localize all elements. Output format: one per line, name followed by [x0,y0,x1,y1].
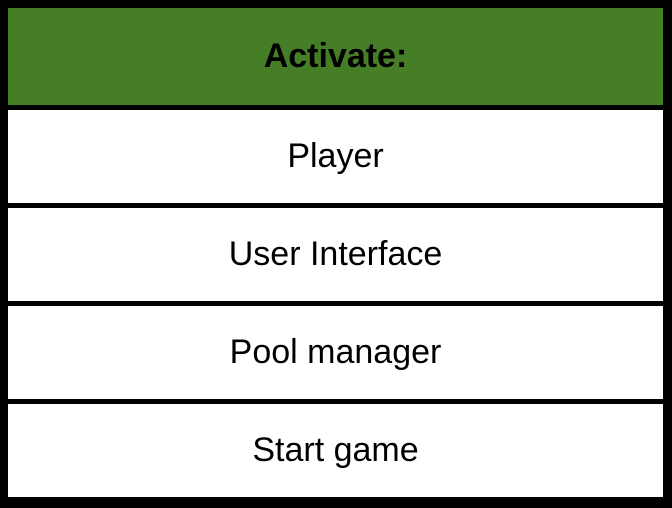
item-label: Start game [252,431,419,469]
item-label: Player [287,137,384,175]
list-item-start-game: Start game [8,404,663,497]
item-label: User Interface [228,235,443,273]
list-item-user-interface: User Interface [8,208,663,301]
item-label: Pool manager [229,333,442,371]
header-label: Activate: [263,37,408,75]
activate-header: Activate: [8,8,663,105]
list-item-pool-manager: Pool manager [8,306,663,399]
list-item-player: Player [8,110,663,203]
